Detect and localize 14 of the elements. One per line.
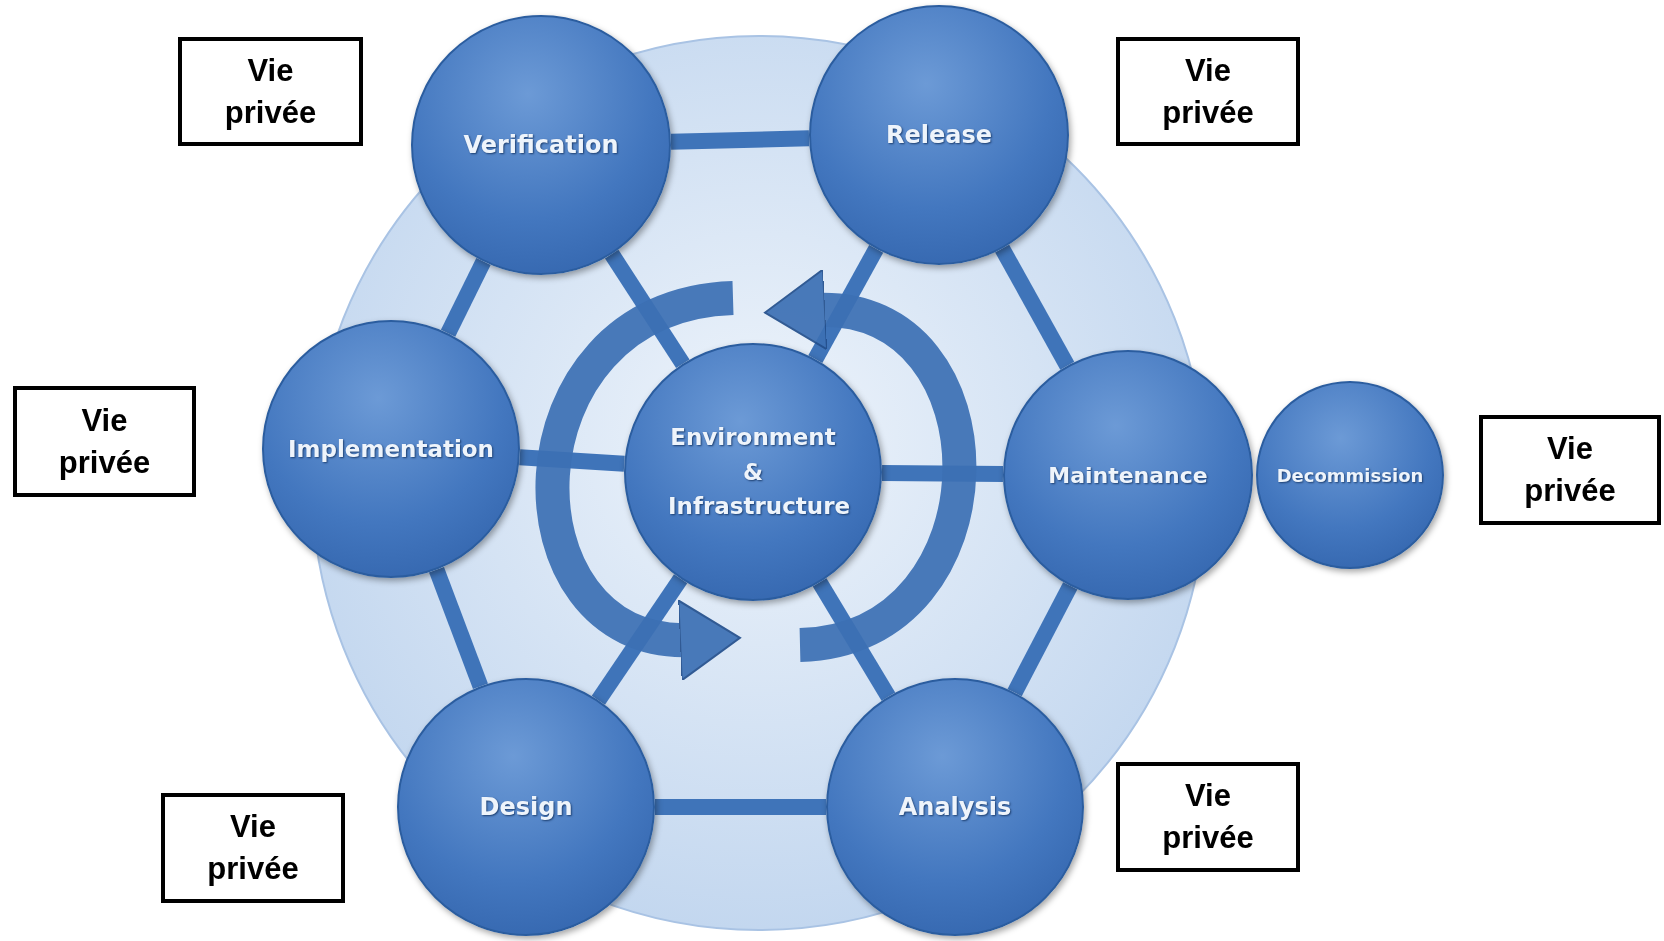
label-box: Vie privée [161, 793, 345, 903]
label-box: Vie privée [1479, 415, 1661, 525]
phase-circle: Decommission [1256, 381, 1444, 569]
label-box: Vie privée [13, 386, 196, 497]
connector-bar [591, 574, 688, 705]
label-box: Vie privée [1116, 37, 1300, 146]
connector-bar [670, 130, 810, 150]
connector-bar [655, 799, 826, 815]
connector-bar [1007, 582, 1078, 697]
label-box: Vie privée [178, 37, 363, 146]
connector-bar [429, 566, 488, 690]
connector-bar [440, 258, 491, 337]
connector-bar [995, 244, 1075, 370]
label-box: Vie privée [1116, 762, 1300, 872]
